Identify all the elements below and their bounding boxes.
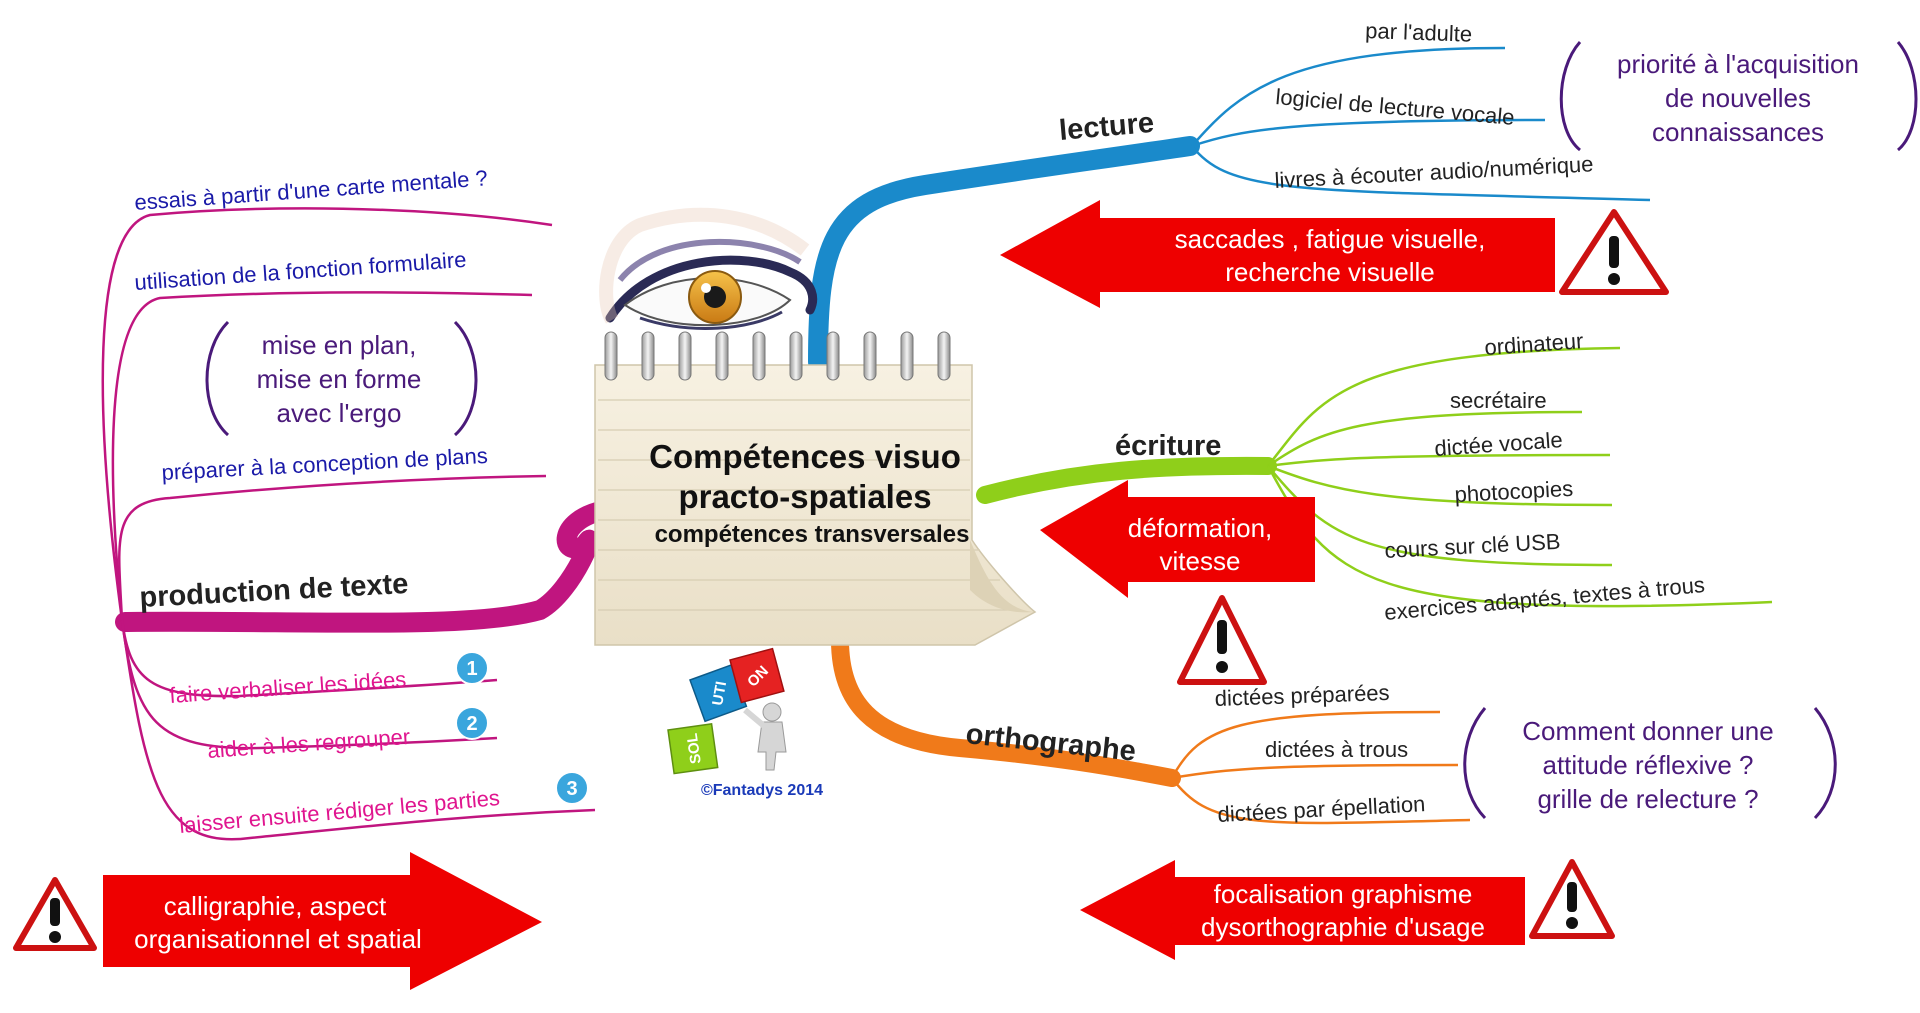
production-note-line3: avec l'ergo [277, 398, 402, 428]
production-note: mise en plan, mise en forme avec l'ergo [205, 320, 478, 437]
lecture-sub-branches [1191, 46, 1651, 202]
ecriture-warning-line2: vitesse [1160, 546, 1241, 576]
production-sub-branches [101, 207, 596, 841]
lecture-item-adulte: par l'adulte [1365, 18, 1473, 47]
center-title-line1: Compétences visuo [649, 438, 961, 475]
orthographe-item-preparees: dictées préparées [1214, 680, 1390, 711]
lecture-note-line1: priorité à l'acquisition [1617, 49, 1859, 79]
lecture-note: priorité à l'acquisition de nouvelles co… [1559, 41, 1918, 152]
lecture-warning-line1: saccades , fatigue visuelle, [1175, 224, 1486, 254]
production-step-verbaliser: faire verbaliser les idées [169, 667, 407, 708]
step-badge-3: 3 [566, 778, 577, 800]
branch-orthographe [831, 631, 1181, 787]
lecture-note-line2: de nouvelles [1665, 83, 1811, 113]
step-badge-1: 1 [466, 658, 477, 680]
production-warning-line2: organisationnel et spatial [134, 924, 422, 954]
orthographe-note-line1: Comment donner une [1522, 716, 1773, 746]
step-badges: 1 2 3 [455, 651, 589, 805]
warning-sign-icon [1529, 859, 1615, 939]
orthographe-warning-line1: focalisation graphisme [1214, 879, 1473, 909]
orthographe-sub-branches [1170, 710, 1471, 825]
step-badge-2: 2 [466, 713, 477, 735]
production-warning-line1: calligraphie, aspect [164, 891, 387, 921]
lecture-item-logiciel: logiciel de lecture vocale [1275, 84, 1516, 130]
solution-cubes-image: SOL UTI ON [667, 647, 787, 775]
warning-sign-icon [1177, 595, 1267, 685]
branch-label-ecriture: écriture [1115, 430, 1221, 462]
ecriture-item-exercices: exercices adaptés, textes à trous [1383, 572, 1706, 625]
orthographe-warning-line2: dysorthographie d'usage [1201, 912, 1485, 942]
branch-label-production: production de texte [139, 568, 409, 614]
warning-sign-icon [13, 877, 97, 951]
production-item-formulaire: utilisation de la fonction formulaire [134, 247, 468, 295]
lecture-warning-line2: recherche visuelle [1225, 257, 1435, 287]
orthographe-note-line2: attitude réflexive ? [1542, 750, 1753, 780]
center-subtitle: compétences transversales [655, 521, 970, 548]
ecriture-item-secretaire: secrétaire [1450, 388, 1547, 413]
paper-lines [598, 399, 1020, 611]
ecriture-warning-arrow: déformation, vitesse [1040, 480, 1315, 598]
branch-production [115, 500, 615, 633]
branch-label-lecture: lecture [1058, 107, 1156, 147]
lecture-warning-arrow: saccades , fatigue visuelle, recherche v… [1000, 200, 1555, 308]
lecture-item-livres: livres à écouter audio/numérique [1274, 151, 1594, 193]
lecture-note-line3: connaissances [1652, 117, 1824, 147]
center-illustration: Compétences visuo practo-spatiales compé… [594, 207, 1037, 799]
branch-lecture [808, 136, 1200, 372]
warning-sign-icon [1559, 209, 1669, 295]
ecriture-item-cle-usb: cours sur clé USB [1384, 529, 1561, 563]
ecriture-warning-line1: déformation, [1128, 513, 1273, 543]
cube-label-uti: UTI [709, 680, 730, 707]
production-step-regrouper: aider à les regrouper [207, 724, 411, 763]
center-title-line2: practo-spatiales [678, 478, 931, 515]
production-note-line2: mise en forme [257, 364, 422, 394]
production-note-line1: mise en plan, [262, 330, 417, 360]
orthographe-warning-arrow: focalisation graphisme dysorthographie d… [1080, 860, 1525, 960]
branch-ecriture [976, 456, 1277, 504]
orthographe-item-trous: dictées à trous [1265, 737, 1408, 762]
spiral-binding [604, 331, 951, 381]
ecriture-sub-branches [1266, 346, 1773, 608]
orthographe-note: Comment donner une attitude réflexive ? … [1463, 707, 1837, 820]
ecriture-item-ordinateur: ordinateur [1484, 328, 1585, 360]
ecriture-item-photocopies: photocopies [1454, 476, 1574, 507]
copyright: ©Fantadys 2014 [701, 782, 823, 799]
eye-icon [599, 207, 817, 330]
orthographe-note-line3: grille de relecture ? [1537, 784, 1758, 814]
figure-icon [743, 702, 787, 771]
production-warning-arrow: calligraphie, aspect organisationnel et … [103, 852, 542, 990]
cube-label-sol: SOL [684, 732, 705, 765]
